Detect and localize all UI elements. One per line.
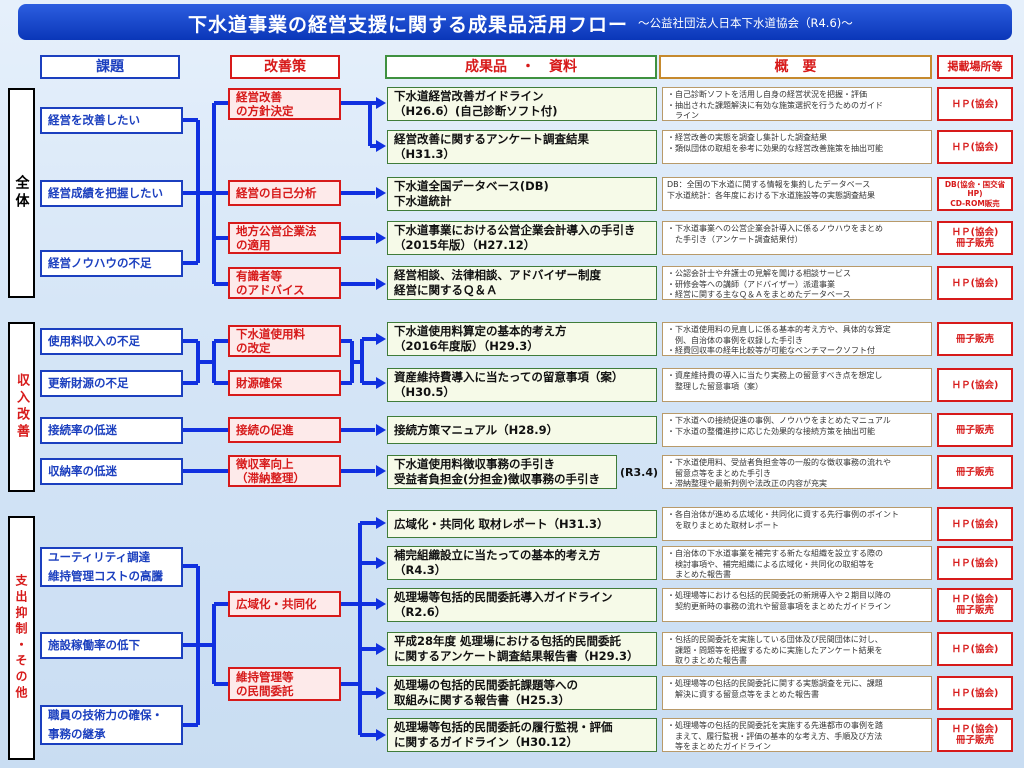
- publication-badge: ＨＰ(協会): [937, 632, 1013, 666]
- summary-box: ・下水道使用料の見直しに係る基本的考え方や、具体的な算定 例、自治体の事例を収録…: [662, 322, 932, 356]
- page-subtitle: ～公益社団法人日本下水道協会（R4.6)～: [638, 16, 853, 30]
- title-bar: 下水道事業の経営支援に関する成果品活用フロー ～公益社団法人日本下水道協会（R4…: [18, 4, 1012, 40]
- header-publication: 掲載場所等: [937, 55, 1013, 79]
- deliverable-box: 広域化・共同化 取材レポート（H31.3）: [387, 510, 657, 538]
- deliverable-box: 下水道全国データベース(DB) 下水道統計: [387, 177, 657, 211]
- section-expense: 支出抑制・その他: [8, 516, 35, 760]
- issue-box: ユーティリティ調達 維持管理コストの高騰: [40, 547, 183, 587]
- issue-box: 収納率の低迷: [40, 458, 183, 485]
- summary-box: ・自治体の下水道事業を補完する新たな組織を設立する際の 検討事項や、補完組織によ…: [662, 546, 932, 580]
- section-overall: 全体: [8, 88, 35, 298]
- summary-box: ・処理場等の包括的民間委託に関する実態調査を元に、課題 解決に資する留意点等をま…: [662, 676, 932, 710]
- deliverable-box: 下水道事業における公営企業会計導入の手引き （2015年版）（H27.12）: [387, 221, 657, 255]
- issue-box: 接続率の低迷: [40, 417, 183, 444]
- deliverable-box: 下水道使用料徴収事務の手引き 受益者負担金(分担金)徴収事務の手引き: [387, 455, 617, 489]
- summary-box: ・自己診断ソフトを活用し自身の経営状況を把握・評価 ・抽出された課題解決に有効な…: [662, 87, 932, 121]
- publication-badge: ＨＰ(協会) 冊子販売: [937, 588, 1013, 622]
- summary-box: ・処理場等における包括的民間委託の新規導入や２期目以降の 契約更新時の事務の流れ…: [662, 588, 932, 622]
- summary-box: ・下水道使用料、受益者負担金等の一般的な徴収事務の流れや 留意点等をまとめた手引…: [662, 455, 932, 489]
- publication-badge: ＨＰ(協会): [937, 546, 1013, 580]
- deliverable-box: 処理場等包括的民間委託の履行監視・評価 に関するガイドライン（H30.12）: [387, 718, 657, 752]
- deliverable-box: 処理場等包括的民間委託導入ガイドライン （R2.6）: [387, 588, 657, 622]
- summary-box: ・経営改善の実態を調査し集計した調査結果 ・類似団体の取組を参考に効果的な経営改…: [662, 130, 932, 164]
- measure-box: 接続の促進: [228, 417, 341, 443]
- summary-box: ・処理場等の包括的民間委託を実施する先進都市の事例を踏 まえて、履行監視・評価の…: [662, 718, 932, 752]
- publication-badge: ＨＰ(協会): [937, 266, 1013, 300]
- publication-badge: ＨＰ(協会): [937, 368, 1013, 402]
- publication-badge: ＨＰ(協会): [937, 87, 1013, 121]
- deliverable-box: 平成28年度 処理場における包括的民間委託 に関するアンケート調査結果報告書（H…: [387, 632, 657, 666]
- publication-badge: DB(協会・国交省HP) CD-ROM販売: [937, 177, 1013, 211]
- summary-box: DB：全国の下水道に関する情報を集約したデータベース 下水道統計：各年度における…: [662, 177, 932, 211]
- measure-box: 徴収率向上 （滞納整理）: [228, 455, 341, 487]
- measure-box: 維持管理等 の民間委託: [228, 667, 341, 701]
- publication-badge: ＨＰ(協会) 冊子販売: [937, 718, 1013, 752]
- summary-box: ・下水道事業への公営企業会計導入に係るノウハウをまとめ た手引き（アンケート調査…: [662, 221, 932, 255]
- deliverable-box: 経営相談、法律相談、アドバイザー制度 経営に関するＱ＆Ａ: [387, 266, 657, 300]
- issue-box: 経営を改善したい: [40, 107, 183, 134]
- publication-badge: ＨＰ(協会): [937, 676, 1013, 710]
- header-measures: 改善策: [230, 55, 340, 79]
- issue-box: 職員の技術力の確保・ 事務の継承: [40, 705, 183, 745]
- deliverable-year-tag: (R3.4): [620, 466, 659, 479]
- issue-box: 更新財源の不足: [40, 370, 183, 397]
- publication-badge: 冊子販売: [937, 413, 1013, 447]
- deliverable-box: 下水道経営改善ガイドライン （H26.6）(自己診断ソフト付): [387, 87, 657, 121]
- measure-box: 有識者等 のアドバイス: [228, 267, 341, 299]
- publication-badge: 冊子販売: [937, 455, 1013, 489]
- publication-badge: 冊子販売: [937, 322, 1013, 356]
- measure-box: 経営の自己分析: [228, 180, 341, 206]
- deliverable-box: 補完組織設立に当たっての基本的考え方 （R4.3）: [387, 546, 657, 580]
- header-deliverables: 成果品 ・ 資料: [385, 55, 657, 79]
- publication-badge: ＨＰ(協会): [937, 130, 1013, 164]
- summary-box: ・資産維持費の導入に当たり実務上の留意すべき点を想定し 整理した留意事項（案）: [662, 368, 932, 402]
- measure-box: 経営改善 の方針決定: [228, 88, 341, 120]
- summary-box: ・包括的民間委託を実施している団体及び民間団体に対し、 課題・問題等を把握するた…: [662, 632, 932, 666]
- issue-box: 経営ノウハウの不足: [40, 250, 183, 277]
- header-issues: 課題: [40, 55, 180, 79]
- measure-box: 下水道使用料 の改定: [228, 325, 341, 357]
- deliverable-box: 処理場の包括的民間委託課題等への 取組みに関する報告書（H25.3）: [387, 676, 657, 710]
- measure-box: 財源確保: [228, 370, 341, 396]
- summary-box: ・各自治体が進める広域化・共同化に資する先行事例のポイント を取りまとめた取材レ…: [662, 507, 932, 541]
- issue-box: 施設稼働率の低下: [40, 632, 183, 659]
- publication-badge: ＨＰ(協会) 冊子販売: [937, 221, 1013, 255]
- deliverable-box: 下水道使用料算定の基本的考え方 （2016年度版）（H29.3）: [387, 322, 657, 356]
- summary-box: ・公認会計士や弁護士の見解を聞ける相談サービス ・研修会等への講師（アドバイザー…: [662, 266, 932, 300]
- summary-box: ・下水道への接続促進の事例、ノウハウをまとめたマニュアル ・下水道の整備進捗に応…: [662, 413, 932, 447]
- issue-box: 経営成績を把握したい: [40, 180, 183, 207]
- measure-box: 広域化・共同化: [228, 591, 341, 617]
- measure-box: 地方公営企業法 の適用: [228, 222, 341, 254]
- page-title: 下水道事業の経営支援に関する成果品活用フロー: [188, 14, 629, 36]
- publication-badge: ＨＰ(協会): [937, 507, 1013, 541]
- header-summary: 概 要: [659, 55, 932, 79]
- deliverable-box: 経営改善に関するアンケート調査結果 （H31.3）: [387, 130, 657, 164]
- section-revenue: 収入改善: [8, 322, 35, 492]
- deliverable-box: 接続方策マニュアル（H28.9）: [387, 416, 657, 444]
- deliverable-box: 資産維持費導入に当たっての留意事項（案） （H30.5）: [387, 368, 657, 402]
- issue-box: 使用料収入の不足: [40, 328, 183, 355]
